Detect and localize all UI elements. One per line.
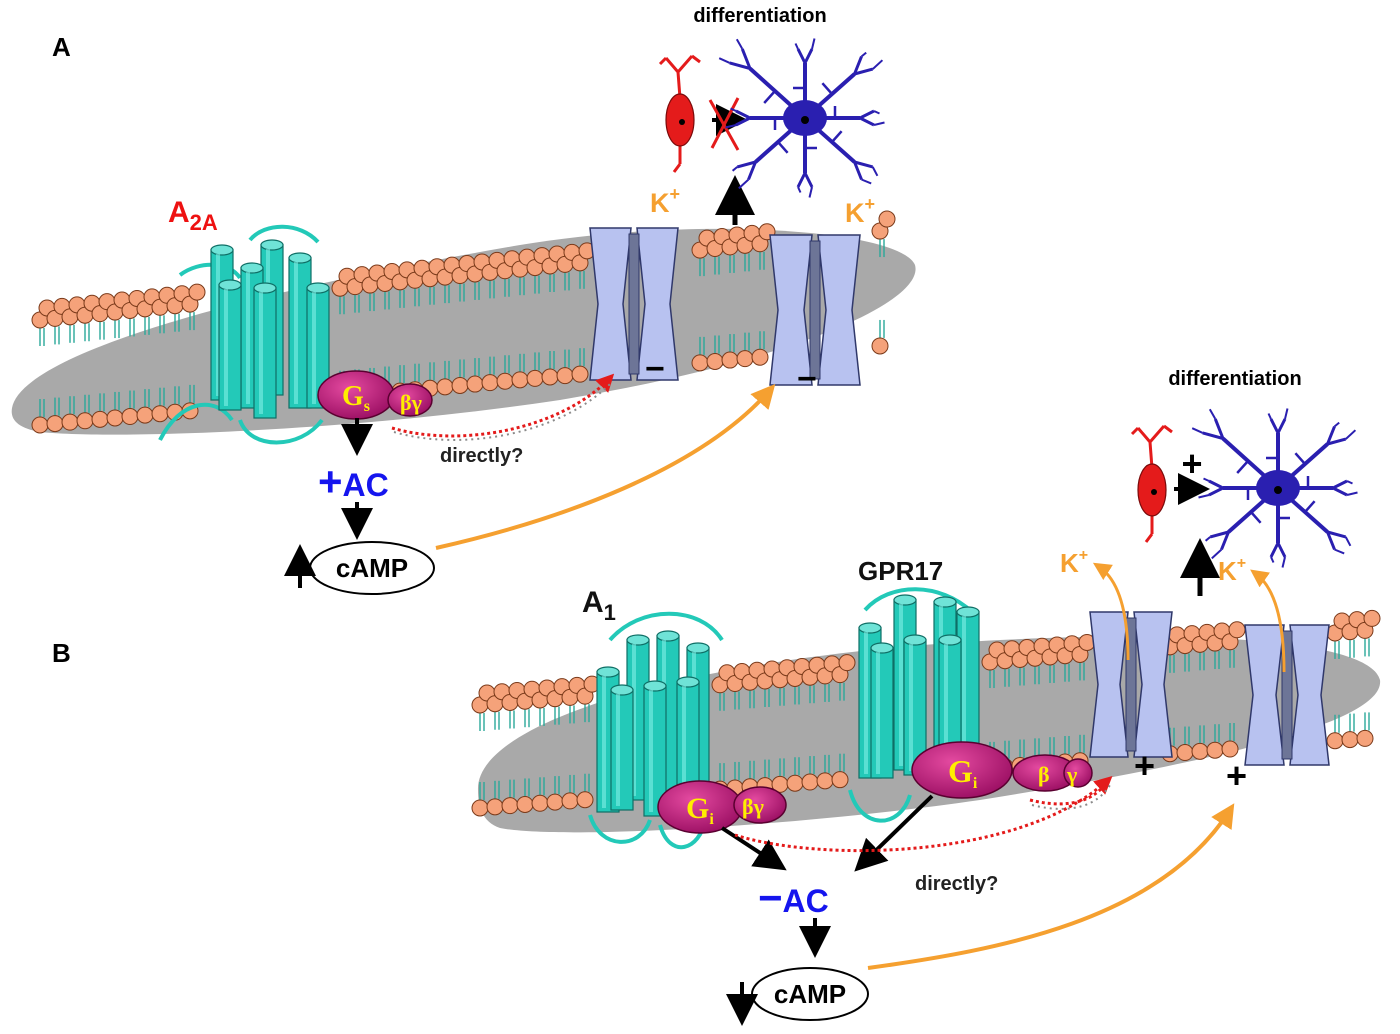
panel-b-letter: B <box>52 638 71 668</box>
k-ion-b-1: K+ <box>1060 547 1088 578</box>
camp-to-channel-a-arrow <box>435 383 776 550</box>
membrane-b-lipids <box>471 609 1381 817</box>
channel-a-effect-1: − <box>645 350 665 388</box>
directly-a-label: directly? <box>440 445 523 467</box>
k-channels-a <box>589 227 861 386</box>
gi-a1-to-ac-arrow <box>720 826 787 871</box>
gpr17-receptor: GPR17 <box>848 556 980 823</box>
gi-direct-b-arrow-2 <box>1029 779 1110 806</box>
panel-b: B A1 GPR17 Gi βγ <box>52 368 1381 1026</box>
panel-a: A A2A Gs βγ K+ K+ − − +AC <box>11 5 916 595</box>
a1-receptor: A1 <box>582 586 724 849</box>
gi-gpr17-to-ac-arrow <box>854 794 934 872</box>
ac-b-label: −AC <box>758 874 829 921</box>
a2a-label: A2A <box>168 196 218 235</box>
camp-b-label: cAMP <box>774 979 846 1009</box>
gi-protein-gpr17: Gi β γ <box>911 741 1093 799</box>
camp-to-channel-b-arrow <box>867 803 1235 970</box>
channel-b-effect-2: + <box>1226 755 1247 796</box>
gi-protein-a1: Gi βγ <box>657 780 787 834</box>
differentiation-b-label: differentiation <box>1168 368 1301 390</box>
k-efflux-b-2-arrow <box>1250 569 1286 673</box>
a1-label: A1 <box>582 586 616 625</box>
gs-direct-a-arrow <box>391 373 615 438</box>
gi-a1-beta-gamma-label: βγ <box>742 794 764 819</box>
opc-cell-a <box>658 54 701 173</box>
directly-b-label: directly? <box>915 873 998 895</box>
gs-label: Gs <box>342 381 370 415</box>
k-efflux-b-1-arrow <box>1092 562 1130 661</box>
a2a-receptor: A2A <box>158 196 330 445</box>
panel-a-letter: A <box>52 32 71 62</box>
k-channels-b <box>1089 611 1330 766</box>
diff-a-blocked-cross-icon <box>708 97 740 151</box>
gi-gpr17-label: Gi <box>948 753 978 792</box>
k-ion-b-2: K+ <box>1218 555 1246 586</box>
differentiation-a-label: differentiation <box>693 5 826 27</box>
channel-a-effect-2: − <box>797 360 817 398</box>
gi-gpr17-gamma-label: γ <box>1066 762 1077 787</box>
opc-cell-b <box>1130 424 1173 543</box>
k-ion-a-1: K+ <box>650 184 680 218</box>
diff-b-sign: + <box>1181 443 1202 484</box>
gs-protein: Gs βγ <box>317 370 433 420</box>
gi-gpr17-beta-label: β <box>1038 762 1050 787</box>
k-ion-a-2: K+ <box>845 194 875 228</box>
ac-a-label: +AC <box>318 458 389 505</box>
gi-a1-label: Gi <box>686 792 714 828</box>
gi-direct-b-arrow-1 <box>734 775 1113 853</box>
oligodendrocyte-cell-a <box>718 38 885 198</box>
channel-b-effect-1: + <box>1134 745 1155 786</box>
camp-a-label: cAMP <box>336 553 408 583</box>
oligodendrocyte-cell-b <box>1191 408 1358 568</box>
gpr17-label: GPR17 <box>858 556 943 586</box>
gs-beta-gamma-label: βγ <box>400 390 422 415</box>
